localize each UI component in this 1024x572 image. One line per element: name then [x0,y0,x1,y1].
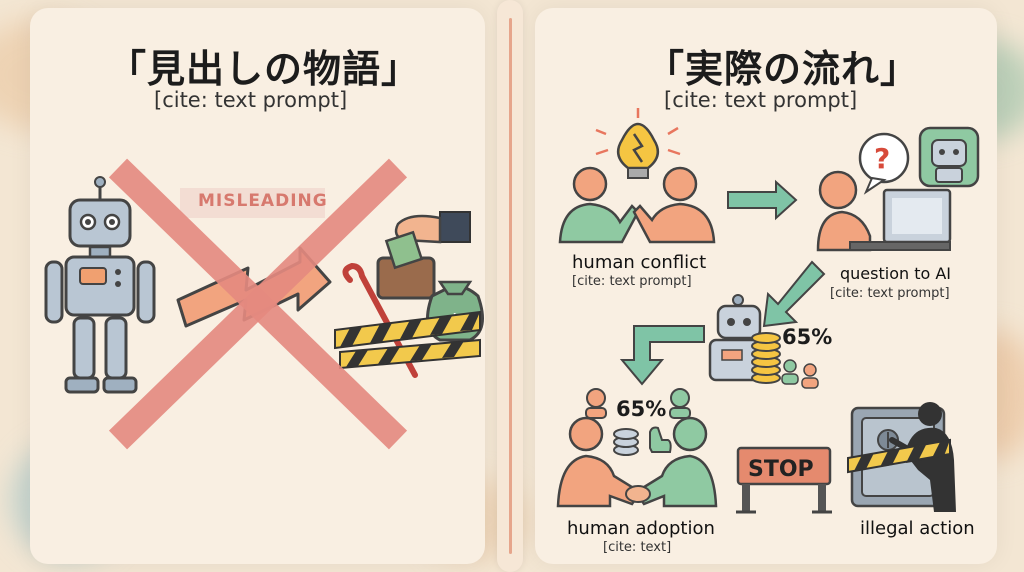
question-mark: ? [874,142,890,175]
right-cite: [cite: text prompt] [664,88,858,112]
human-adoption-icon [556,388,718,508]
step-label-illegal-action: illegal action [860,518,975,539]
step-label-question-to-ai: question to AI [840,264,952,283]
ai-percent: 65% [782,325,833,349]
stop-sign-text: STOP [748,457,814,482]
robot-icon [44,176,156,394]
caution-tape-icon [334,310,481,370]
misleading-banner [180,188,325,218]
left-cite: [cite: text prompt] [154,88,348,112]
person-computer-icon [816,170,952,252]
adoption-percent: 65% [616,397,667,421]
ai-decision-icon [708,294,819,389]
step-cite-human-conflict: [cite: text prompt] [572,274,692,289]
flow-arrow-diagonal-icon [762,260,826,328]
misleading-banner-text: MISLEADING [198,191,328,211]
stop-sign-icon [736,446,832,514]
crowbar-icon [342,262,418,378]
left-title: 「見出しの物語」 [108,47,421,91]
flow-arrow-right-icon [727,179,798,221]
step-label-human-conflict: human conflict [572,252,707,273]
lightbulb-icon [595,108,681,179]
center-divider-line [509,18,512,554]
human-conflict-icon [558,166,716,244]
step-label-human-adoption: human adoption [567,518,715,539]
step-cite-human-adoption: [cite: text] [603,540,672,555]
hand-money-icon [376,211,471,300]
ai-robot-icon [918,126,980,188]
cross-mark-icon [108,158,408,450]
flow-arrow-down-icon [619,325,705,386]
right-title: 「実際の流れ」 [646,47,920,91]
safe-thief-icon [847,402,956,512]
speech-bubble-icon [858,132,910,195]
step-cite-question-to-ai: [cite: text prompt] [830,286,950,301]
